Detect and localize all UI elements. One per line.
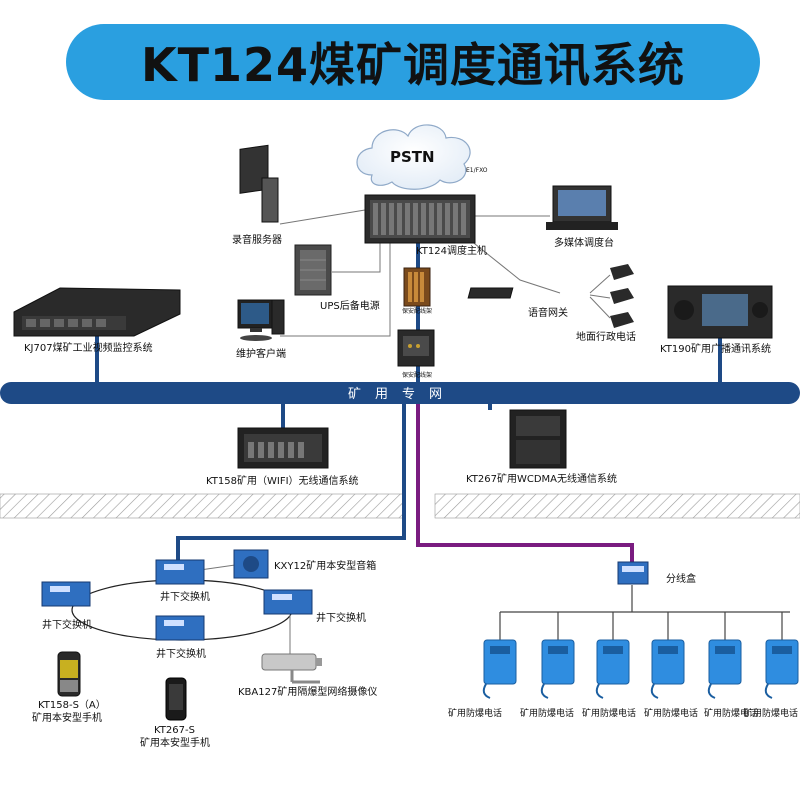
explosion-proof-phone-5: 矿用防爆电话 xyxy=(704,639,758,719)
maintenance-label: 维护客户端 xyxy=(236,347,286,360)
pstn-cloud-icon xyxy=(356,124,471,190)
gateway-label: 语音网关 xyxy=(528,306,568,319)
office-phone-label: 地面行政电话 xyxy=(576,330,636,343)
switch-2-label: 井下交换机 xyxy=(42,618,92,631)
kt267s-desc-label: 矿用本安型手机 xyxy=(140,736,210,749)
protection-frame-2-icon xyxy=(397,329,435,367)
admin-link-lines xyxy=(279,209,611,337)
kt267s-model-label: KT267-S xyxy=(154,725,195,736)
phone-2-label: 矿用防爆电话 xyxy=(520,707,574,719)
switch-3-label: 井下交换机 xyxy=(316,611,366,624)
switch-1-label: 井下交换机 xyxy=(160,590,210,603)
ground-layer-left xyxy=(0,493,406,519)
ground-layer-right xyxy=(434,493,800,519)
explosion-proof-phone-6: 矿用防爆电话 xyxy=(744,639,799,719)
bus-label: 矿用专网 xyxy=(348,387,456,402)
kt158-wifi-device-icon xyxy=(237,427,329,469)
kxy12-label: KXY12矿用本安型音箱 xyxy=(274,559,376,572)
kt267s-handset-icon xyxy=(165,677,187,721)
underground-switch-2-icon xyxy=(41,581,91,607)
recorder-label: 录音服务器 xyxy=(232,233,282,246)
phone-6-label: 矿用防爆电话 xyxy=(744,707,798,719)
phone-5-label: 矿用防爆电话 xyxy=(704,707,758,719)
kt158-wifi-label: KT158矿用（WIFI）无线通信系统 xyxy=(206,474,359,487)
protection-frame-2-label: 保安配线架 xyxy=(402,371,432,379)
office-phone-icons xyxy=(610,264,634,328)
kj707-server-icon xyxy=(13,287,181,337)
phone-trunk-line xyxy=(416,404,634,565)
kt190-broadcast-icon xyxy=(667,285,773,339)
kt158s-handset-icon xyxy=(57,651,81,697)
explosion-proof-phone-4: 矿用防爆电话 xyxy=(644,639,698,719)
switch-device-links xyxy=(199,564,291,666)
kba127-label: KBA127矿用隔爆型网络摄像仪 xyxy=(238,685,377,698)
kt158s-desc-label: 矿用本安型手机 xyxy=(32,711,102,724)
underground-switch-4-icon xyxy=(155,615,205,641)
kj707-label: KJ707煤矿工业视频监控系统 xyxy=(24,341,153,354)
protection-frame-1-icon xyxy=(403,267,431,307)
kt267-wcdma-label: KT267矿用WCDMA无线通信系统 xyxy=(466,472,617,485)
splitter-box-icon xyxy=(617,561,649,585)
kba127-camera-icon xyxy=(261,653,322,684)
kt267-wcdma-cabinet-icon xyxy=(509,409,567,469)
kxy12-speaker-icon xyxy=(233,549,269,579)
explosion-proof-phone-3: 矿用防爆电话 xyxy=(582,639,636,719)
kt158s-model-label: KT158-S（A） xyxy=(38,699,106,711)
explosion-proof-phone-1: 矿用防爆电话 xyxy=(448,639,517,719)
kt190-label: KT190矿用广播通讯系统 xyxy=(660,342,771,355)
maintenance-pc-icon xyxy=(237,299,285,341)
switch-4-label: 井下交换机 xyxy=(156,647,206,660)
multimedia-console-icon xyxy=(546,185,618,230)
host-label: KT124调度主机 xyxy=(416,244,487,257)
private-network-bus xyxy=(0,382,800,404)
ups-label: UPS后备电源 xyxy=(320,299,380,312)
recorder-server-icon xyxy=(239,144,279,223)
pstn-link-label: E1/FXO xyxy=(466,167,488,174)
explosion-proof-phone-2: 矿用防爆电话 xyxy=(520,639,575,719)
ups-cabinet-icon xyxy=(294,244,332,296)
voice-gateway-icon xyxy=(467,287,514,299)
phone-4-label: 矿用防爆电话 xyxy=(644,707,698,719)
protection-frame-1-label: 保安配线架 xyxy=(402,307,432,315)
multimedia-label: 多媒体调度台 xyxy=(554,236,614,249)
phone-1-label: 矿用防爆电话 xyxy=(448,707,502,719)
page-title: KT124煤矿调度通讯系统 xyxy=(140,38,686,92)
pstn-label: PSTN xyxy=(390,148,435,166)
phone-3-label: 矿用防爆电话 xyxy=(582,707,636,719)
title-banner: KT124煤矿调度通讯系统 xyxy=(66,24,760,100)
splitter-label: 分线盒 xyxy=(666,572,696,585)
underground-switch-3-icon xyxy=(263,589,313,615)
underground-switch-1-icon xyxy=(155,559,205,585)
kt124-host-device-icon xyxy=(364,194,476,244)
